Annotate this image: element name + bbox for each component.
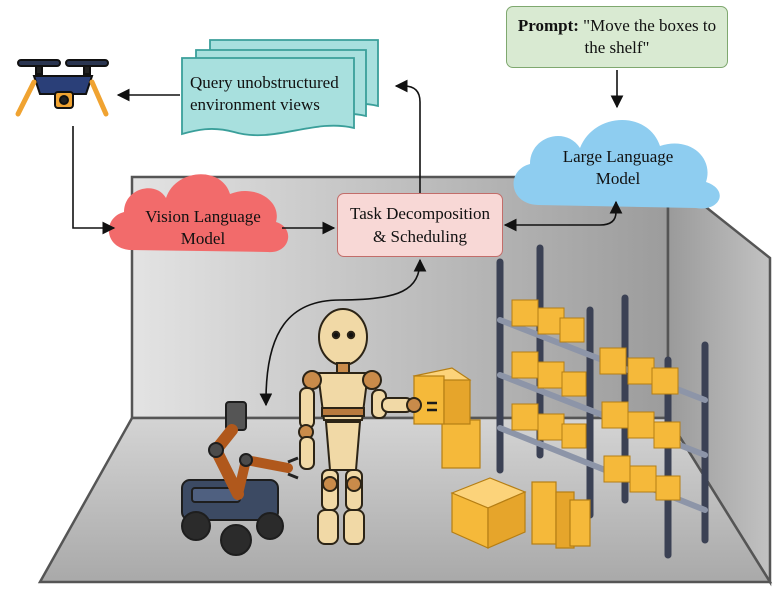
prompt-label: Prompt: [517, 16, 579, 35]
arrow-drone-to-vlm [72, 126, 116, 235]
task-label: Task Decomposition & Scheduling [350, 204, 490, 246]
arrow-llm-task [503, 200, 623, 232]
arrow-task-to-query [394, 79, 421, 193]
prompt-box: Prompt: "Move the boxes to the shelf" [506, 6, 728, 68]
arrow-task-to-robots [259, 258, 427, 407]
prompt-text: "Move the boxes to the shelf" [583, 16, 717, 57]
vlm-label: Vision Language Model [145, 207, 261, 248]
flow-arrows [72, 70, 624, 407]
query-document-stack [181, 39, 379, 137]
llm-label: Large Language Model [562, 147, 674, 188]
task-decomposition-box: Task Decomposition & Scheduling [337, 193, 503, 257]
large-language-model-cloud [513, 119, 720, 209]
query-label: Query unobstructured environment views [190, 73, 339, 114]
shelf-boxes [511, 299, 681, 501]
vision-language-model-cloud [108, 174, 289, 253]
drone-icon [15, 59, 109, 117]
mobile-manipulator-robot [181, 401, 299, 556]
